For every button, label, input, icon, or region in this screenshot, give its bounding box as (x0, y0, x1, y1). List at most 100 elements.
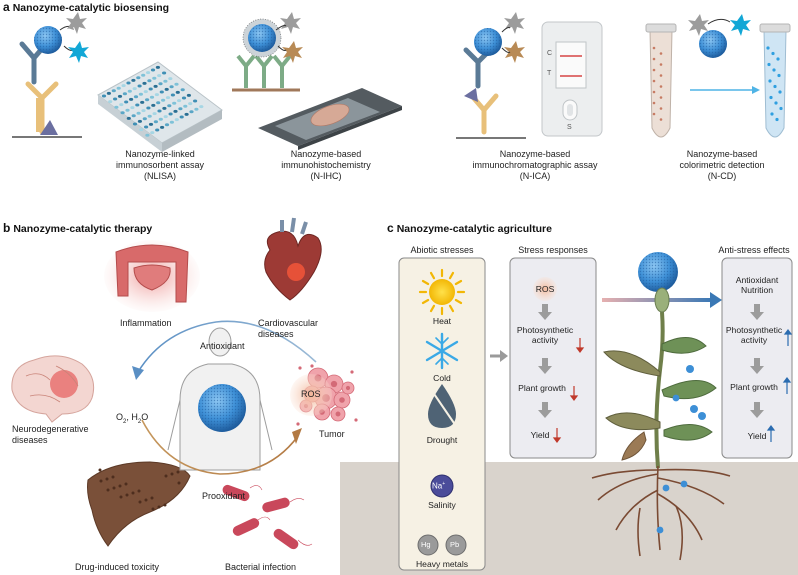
microplate-well (148, 87, 153, 91)
microplate-well (154, 93, 159, 97)
gray-substrate-star-icon (66, 12, 87, 34)
response-photosynthetic: Photosynthetic activity (512, 325, 578, 345)
particle-dot (774, 101, 778, 105)
microplate-well (155, 65, 160, 69)
microplate-well (120, 111, 125, 115)
nanozyme-dot (680, 480, 688, 488)
tumor-nucleus (345, 385, 351, 391)
particle-dot (652, 79, 656, 83)
brain-icon (11, 355, 95, 423)
microplate-well (157, 109, 162, 113)
microplate-well (159, 90, 164, 94)
tumor-debris (296, 422, 300, 426)
effect-antioxidant-nutrition: Antioxidant Nutrition (722, 275, 792, 295)
particle-dot (768, 79, 772, 83)
microplate-well (193, 99, 198, 103)
ncd-illustration (645, 14, 791, 138)
microplate-well (127, 89, 132, 93)
tumor-debris (350, 370, 354, 374)
microplate-well (138, 92, 143, 96)
bacteria-icon (222, 484, 313, 550)
microplate-well (145, 98, 150, 102)
microplate-well (137, 84, 142, 88)
assay-caption-nica: Nanozyme-based immunochromatographic ass… (455, 149, 615, 182)
label-ros: ROS (301, 389, 321, 399)
microplate-well (186, 93, 191, 97)
liver-spot (164, 474, 168, 478)
heart-icon (264, 217, 322, 301)
responses-header: Stress responses (518, 245, 588, 255)
microplate-well (137, 119, 142, 123)
particle-dot (771, 51, 775, 56)
label-neurodegenerative: Neurodegenerative diseases (12, 424, 89, 446)
label-line: Cardiovascular (258, 318, 319, 328)
microplate-well (116, 86, 121, 90)
liver-spot (105, 477, 109, 481)
effect-yield: Yield (747, 431, 767, 441)
microplate-well (108, 100, 113, 104)
liver-spot (177, 481, 181, 485)
microplate-well (131, 114, 136, 118)
microplate-well (173, 109, 178, 113)
liver-spot (150, 496, 154, 500)
liver-spot (98, 468, 102, 472)
microplate-well (147, 114, 152, 118)
microplate-well (164, 87, 169, 91)
liver-spot (163, 503, 167, 507)
microplate-well (156, 101, 161, 105)
label-line: diseases (12, 435, 48, 445)
strip-test-label: T (547, 70, 552, 77)
microplate-well (174, 82, 179, 86)
microplate-well (130, 106, 135, 110)
stress-salinity: Salinity (428, 500, 456, 510)
particle-dot (776, 57, 780, 61)
microplate-well (183, 104, 188, 108)
liver-spot (106, 488, 110, 492)
sun-icon (418, 268, 466, 316)
antioxidant-arc-arrow (137, 320, 317, 373)
microplate-well (114, 105, 119, 109)
text-line: Photosynthetic (516, 325, 574, 335)
particle-dot (659, 107, 663, 110)
microplate-well (184, 112, 189, 116)
microplate-well (148, 122, 154, 126)
particle-dot (652, 46, 656, 50)
panel-b-letter: b (3, 221, 11, 235)
tumor-debris (310, 364, 314, 368)
microplate-well (147, 79, 152, 83)
particle-dot (770, 112, 774, 116)
prooxidant-arrowhead (292, 428, 302, 444)
microplate-well (167, 104, 172, 108)
effect-photosynthetic: Photosynthetic activity (719, 325, 789, 345)
sun-ray (429, 271, 436, 280)
microplate-well (121, 84, 126, 88)
microplate-well (168, 77, 173, 81)
microplate-well (141, 109, 146, 113)
microplate-well (172, 101, 177, 105)
plant-icon (603, 287, 717, 469)
microplate-well (119, 103, 124, 107)
microplate-well (150, 131, 155, 135)
label-tumor: Tumor (319, 429, 345, 439)
stress-cold: Cold (433, 373, 451, 383)
sun-ray (448, 304, 455, 313)
microplate-well (129, 97, 134, 101)
microplate-well (150, 68, 156, 72)
particle-dot (652, 112, 656, 116)
microplate-well (125, 108, 130, 112)
tumor-nucleus (335, 411, 341, 417)
panel-b-title-text: Nanozyme-catalytic therapy (13, 223, 153, 235)
microplate-well (164, 123, 170, 127)
microplate-well (170, 93, 175, 97)
caption-abbr: (N-CD) (707, 171, 737, 181)
caption-line: Nanozyme-based (499, 149, 571, 159)
prooxidant-arc-arrow (141, 419, 299, 475)
caption-abbr: (N-ICA) (519, 171, 551, 181)
particle-dot (652, 101, 656, 105)
label-bacterial-infection: Bacterial infection (225, 562, 297, 572)
microplate-well (149, 95, 155, 99)
microplate-well (161, 98, 166, 102)
microplate-well (111, 89, 116, 93)
particle-dot (775, 117, 779, 122)
